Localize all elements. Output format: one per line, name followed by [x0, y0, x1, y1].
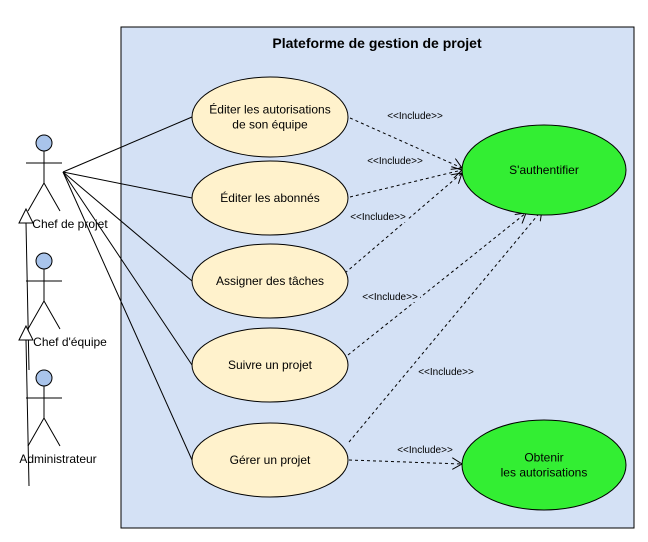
use-case-label: Éditer les abonnés — [220, 190, 319, 205]
use-case-label: Gérer un projet — [230, 453, 311, 467]
association-line — [62, 171, 193, 199]
actor-chef-projet: Chef de projet — [26, 134, 108, 231]
actor-head — [35, 369, 53, 387]
use-case-ellipse — [191, 243, 349, 319]
actor-name: Chef de projet — [32, 217, 108, 231]
generalization-line — [25, 222, 30, 371]
include-label: <<Include>> — [387, 111, 443, 122]
association-line — [62, 171, 193, 282]
use-case-uc5: Gérer un projet — [191, 422, 349, 498]
use-case-label: Éditer les autorisations — [209, 102, 330, 117]
include-label-bg — [385, 109, 445, 121]
system-title: Plateforme de gestion de projet — [272, 35, 482, 51]
generalization-arrowhead — [18, 207, 34, 224]
include-label-bg — [416, 365, 476, 377]
association-line — [62, 171, 193, 366]
include-label-bg — [395, 443, 455, 455]
actor-chef-equipe: Chef d'équipe — [26, 252, 107, 349]
actor-name: Chef d'équipe — [33, 335, 107, 349]
actor-body — [26, 386, 62, 447]
include-label-bg — [348, 210, 408, 222]
generalization-line — [25, 339, 30, 487]
include-arrow — [347, 213, 526, 356]
use-case-ellipse — [191, 422, 349, 498]
actor-admin: Administrateur — [19, 369, 97, 466]
actor-head — [35, 252, 53, 270]
include-arrow — [349, 117, 462, 168]
include-arrow — [348, 460, 462, 464]
actor-head — [35, 134, 53, 152]
use-case-label: Obtenir — [524, 451, 563, 465]
use-case-ellipse — [191, 160, 349, 236]
generalization-arrowhead — [18, 324, 34, 341]
use-case-uc4: Suivre un projet — [191, 327, 349, 403]
use-case-ellipse — [191, 76, 349, 158]
use-case-label: les autorisations — [501, 466, 588, 480]
use-case-uc3: Assigner des tâches — [191, 243, 349, 319]
use-case-auth: S'authentifier — [461, 124, 627, 216]
use-case-uc2: Éditer les abonnés — [191, 160, 349, 236]
include-arrow — [348, 210, 542, 443]
include-label: <<Include>> — [418, 367, 474, 378]
association-line — [62, 116, 193, 173]
include-label-bg — [365, 154, 425, 166]
include-label: <<Include>> — [397, 445, 453, 456]
use-case-label: Suivre un projet — [228, 358, 313, 372]
use-case-label: Assigner des tâches — [216, 274, 324, 288]
include-arrow — [349, 170, 462, 198]
actor-name: Administrateur — [19, 452, 96, 466]
include-label-bg — [360, 290, 420, 302]
include-label: <<Include>> — [367, 156, 423, 167]
include-label: <<Include>> — [362, 292, 418, 303]
actor-body — [26, 269, 62, 330]
use-case-ellipse — [461, 124, 627, 216]
use-case-label: S'authentifier — [509, 163, 579, 177]
use-case-label: de son équipe — [232, 118, 308, 132]
use-case-ellipse — [461, 419, 627, 511]
use-case-ellipse — [191, 327, 349, 403]
include-label: <<Include>> — [350, 212, 406, 223]
association-line — [62, 171, 193, 461]
actor-body — [26, 151, 62, 212]
include-arrow — [344, 173, 462, 274]
